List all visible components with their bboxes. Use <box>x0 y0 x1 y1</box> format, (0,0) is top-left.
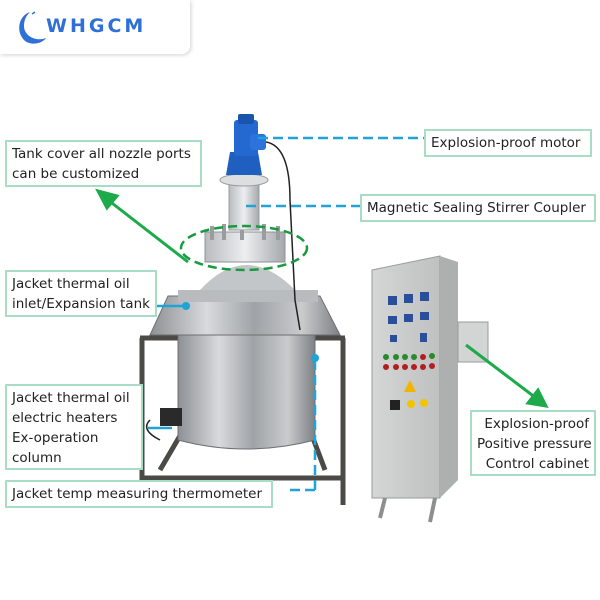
label-line: electric heaters <box>12 410 118 426</box>
label-line: Jacket thermal oil <box>12 276 130 292</box>
label-line: Jacket thermal oil <box>12 390 130 406</box>
label-line: Control cabinet <box>485 456 589 472</box>
label-motor: Explosion-proof motor <box>424 129 592 157</box>
label-line: Explosion-proof motor <box>431 135 581 151</box>
arrow-cabinet <box>465 343 549 408</box>
label-line: can be customized <box>12 166 140 182</box>
label-line: Positive pressure <box>477 436 592 452</box>
label-line: inlet/Expansion tank <box>12 296 150 312</box>
label-line: Jacket temp measuring thermometer <box>12 486 263 502</box>
label-line: Magnetic Sealing Stirrer Coupler <box>367 200 586 216</box>
label-line: Explosion-proof <box>484 416 589 432</box>
tank-cover-highlight <box>179 224 309 272</box>
logo-crescent-icon <box>19 11 46 44</box>
label-heaters: Jacket thermal oil electric heaters Ex-o… <box>5 384 143 470</box>
label-jacket-inlet: Jacket thermal oil inlet/Expansion tank <box>5 270 157 317</box>
motor-shape <box>226 114 266 175</box>
logo-text: WHGCM <box>46 15 147 37</box>
logo: WHGCM <box>0 0 190 54</box>
label-thermometer: Jacket temp measuring thermometer <box>5 480 273 508</box>
label-line: Tank cover all nozzle ports <box>12 146 191 162</box>
arrow-tank-cover <box>95 188 189 264</box>
control-cabinet-shape <box>371 255 489 523</box>
label-line: column <box>12 450 62 466</box>
label-coupler: Magnetic Sealing Stirrer Coupler <box>360 194 596 222</box>
label-line: Ex-operation <box>12 430 99 446</box>
indicator-lights <box>383 353 435 370</box>
label-cabinet: Explosion-proof Positive pressure Contro… <box>470 410 596 476</box>
label-tank-cover: Tank cover all nozzle ports can be custo… <box>5 140 202 187</box>
